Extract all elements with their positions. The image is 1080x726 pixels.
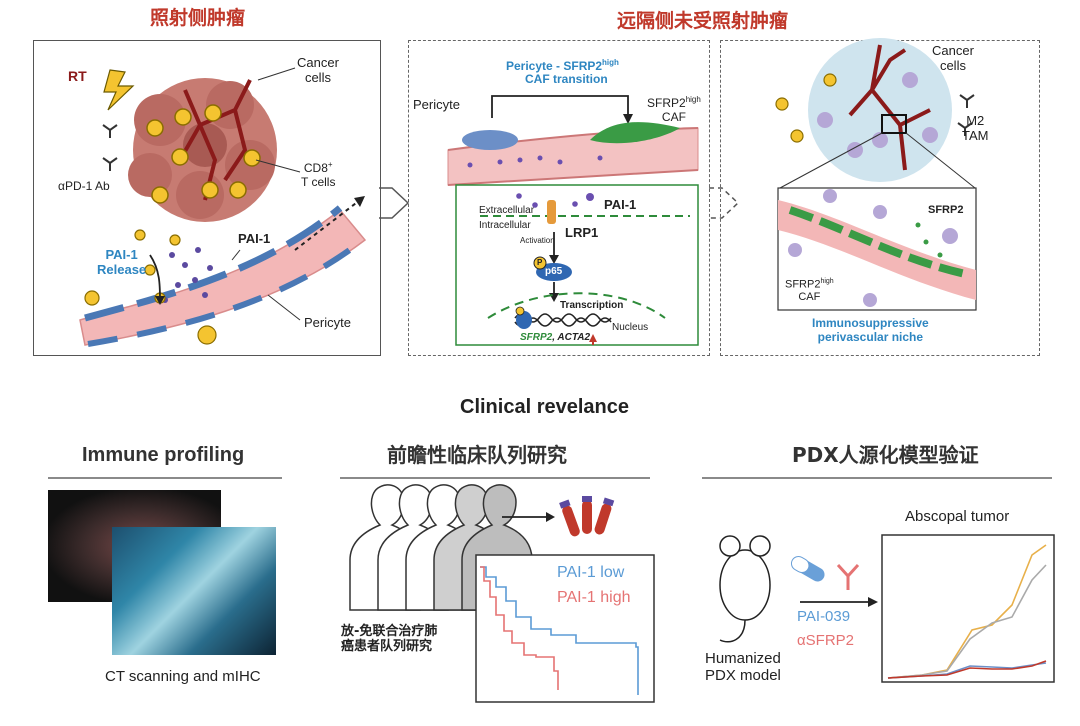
p65-label: p65 — [545, 266, 563, 277]
km-high-legend: PAI-1 high — [557, 589, 631, 606]
apd1-label: αPD-1 Ab — [58, 179, 110, 193]
pill-icon — [790, 556, 825, 582]
km-low-legend: PAI-1 low — [557, 564, 625, 581]
tumor-growth-curves — [887, 544, 1047, 679]
cohort-title: 前瞻性临床队列研究 — [387, 443, 567, 467]
cd8-label: CD8+ T cells — [301, 160, 336, 189]
immune-profiling-title: Immune profiling — [82, 444, 245, 466]
nucleus-label: Nucleus — [612, 322, 649, 333]
activation-label: Activation — [520, 236, 555, 245]
cohort-rule — [340, 477, 650, 479]
km-chart-frame — [475, 554, 655, 703]
left-panel-title: 照射侧肿瘤 — [150, 7, 246, 29]
caf-b-label: SFRP2high CAF — [647, 95, 701, 124]
pdx-rule — [702, 477, 1052, 479]
km-curve-low — [480, 566, 639, 695]
pericyte-label: Pericyte — [304, 315, 351, 330]
pdx-chart-frame — [881, 534, 1055, 683]
antibody-icon — [102, 124, 118, 171]
km-curves — [480, 566, 639, 695]
km-curve-high — [480, 566, 559, 690]
phospho-label: P — [537, 258, 543, 267]
growth-curve-1 — [887, 544, 1047, 679]
mouse-icon — [719, 535, 771, 643]
cohort-caption: 放-免联合治疗肺癌患者队列研究 — [341, 624, 438, 654]
extracellular-label: Extracellular — [479, 205, 535, 216]
rt-label: RT — [68, 68, 87, 84]
t-cells — [146, 104, 261, 204]
clinical-title: Clinical revelance — [460, 396, 629, 418]
abscopal-label: Abscopal tumor — [905, 508, 1010, 525]
transition-subtitle: CAF transition — [525, 72, 608, 86]
panel-irradiated — [33, 40, 381, 356]
sfrp2-label: SFRP2 — [928, 204, 964, 216]
lrp1-label: LRP1 — [565, 225, 599, 240]
antibody-red-icon — [836, 563, 860, 590]
immune-rule — [48, 477, 282, 479]
pdx-title: PDX人源化模型验证 — [792, 443, 979, 467]
radiation-icon — [103, 69, 135, 111]
growth-curve-2 — [887, 564, 1047, 679]
transcription-label: Transcription — [560, 300, 624, 311]
drug2-label: αSFRP2 — [797, 632, 855, 649]
genes-label: SFRP2, ACTA2 — [520, 332, 591, 343]
growth-curve-4 — [887, 660, 1047, 679]
transition-title: Pericyte - SFRP2high — [506, 58, 619, 73]
pai1-label: PAI-1 — [238, 231, 271, 246]
intracellular-label: Intracellular — [479, 220, 531, 231]
mihc-image — [112, 527, 276, 655]
drug1-label: PAI-039 — [797, 608, 851, 625]
immune-caption: CT scanning and mIHC — [105, 668, 261, 685]
panel-transition — [408, 40, 710, 356]
pericyte-b-label: Pericyte — [413, 97, 460, 112]
right-panel-title: 远隔侧未受照射肿瘤 — [617, 10, 789, 32]
pai1-b-label: PAI-1 — [604, 197, 637, 212]
caf-c-label: SFRP2high CAF — [785, 278, 834, 304]
